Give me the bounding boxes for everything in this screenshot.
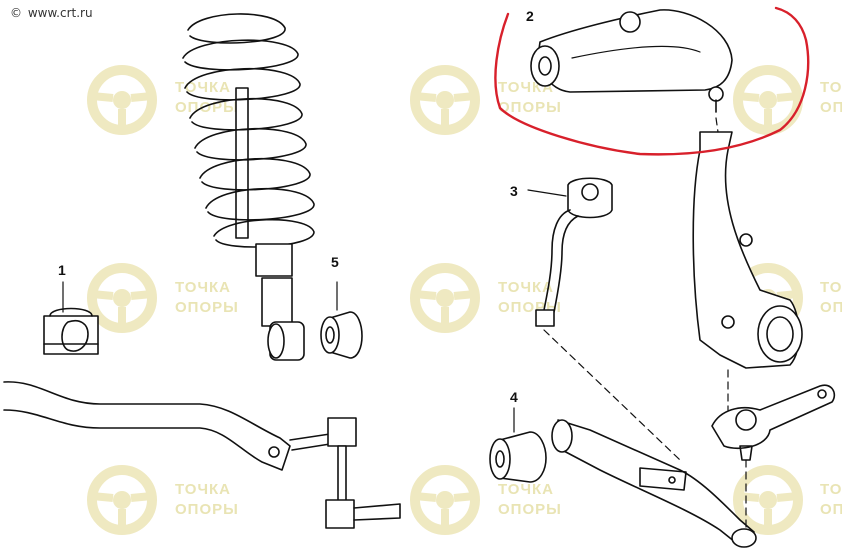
lower-control-arm	[551, 419, 757, 548]
watermark-logos	[92, 70, 798, 530]
assembly-lines	[543, 117, 747, 531]
site-label: © www.crt.ru	[10, 6, 93, 20]
coil-spring-strut	[182, 13, 315, 361]
upper-control-arm	[530, 9, 733, 113]
highlight-outline	[494, 6, 810, 156]
part-number-3: 3	[510, 183, 518, 199]
copyright-symbol: ©	[10, 6, 22, 20]
part-number-2: 2	[526, 8, 534, 24]
site-url: www.crt.ru	[27, 6, 93, 20]
watermark-logo-icon	[92, 268, 152, 328]
part-number-5: 5	[331, 254, 339, 270]
stabilizer-bushing	[43, 281, 99, 355]
watermark-logo-icon	[415, 470, 475, 530]
watermark-logo-icon	[92, 470, 152, 530]
stabilizer-bar	[3, 381, 401, 529]
part-number-1: 1	[58, 262, 66, 278]
watermark-logo-icon	[738, 470, 798, 530]
part-number-4: 4	[510, 389, 518, 405]
lower-ball-joint	[711, 384, 836, 461]
watermark-logo-icon	[415, 70, 475, 130]
shock-absorber-bushing	[320, 281, 363, 359]
watermark-logo-icon	[92, 70, 152, 130]
watermark-logo-icon	[415, 268, 475, 328]
tie-rod-end	[527, 177, 613, 327]
steering-knuckle	[692, 131, 803, 369]
lower-arm-bushing	[489, 407, 547, 483]
